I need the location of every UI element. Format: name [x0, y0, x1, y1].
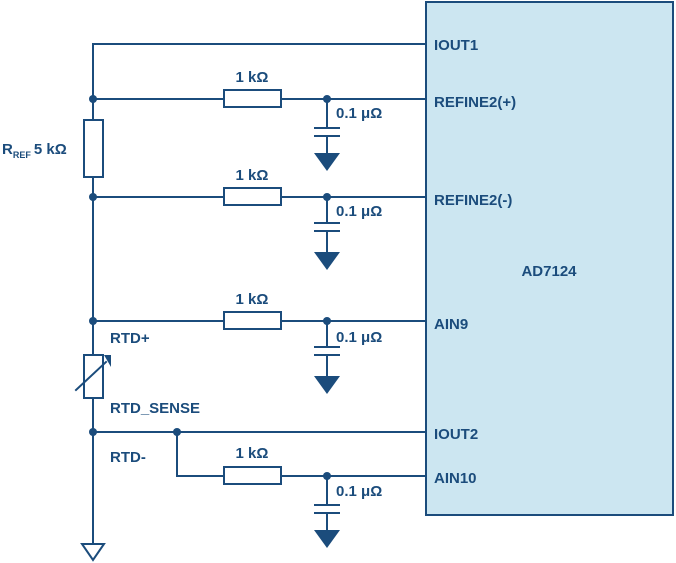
- junction-dot: [323, 193, 331, 201]
- refin-pos-resistor: [223, 89, 282, 108]
- rref-resistor: [83, 119, 104, 178]
- pin-iout1: IOUT1: [434, 37, 478, 54]
- pin-ain10: AIN10: [434, 470, 477, 487]
- ain9-cap-value: 0.1 μΩ: [336, 329, 382, 346]
- junction-dot: [89, 428, 97, 436]
- rtd-resistor: [83, 354, 104, 399]
- chip-name: AD7124: [521, 263, 577, 280]
- pin-iout2: IOUT2: [434, 426, 478, 443]
- ain9-ground-icon: [314, 376, 340, 394]
- refin-neg-ground-icon: [314, 252, 340, 270]
- refin-neg-cap-value: 0.1 μΩ: [336, 203, 382, 220]
- refin-pos-ground-icon: [314, 153, 340, 171]
- junction-dot: [89, 193, 97, 201]
- pin-ain9: AIN9: [434, 316, 468, 333]
- rtd-minus-label: RTD-: [110, 449, 146, 466]
- refin-pos-cap-value: 0.1 μΩ: [336, 105, 382, 122]
- rtd-plus-label: RTD+: [110, 330, 150, 347]
- rtd-variable-arrow-icon: [104, 355, 111, 367]
- junction-dot: [323, 95, 331, 103]
- refin-neg-res-value: 1 kΩ: [236, 167, 269, 184]
- refin-neg-resistor: [223, 187, 282, 206]
- main-ground-icon: [80, 543, 106, 562]
- ain10-ground-icon: [314, 530, 340, 548]
- junction-dot: [173, 428, 181, 436]
- ain10-resistor: [223, 466, 282, 485]
- pin-refin-pos: REFINE2(+): [434, 94, 516, 111]
- junction-dot: [323, 472, 331, 480]
- junction-dot: [89, 317, 97, 325]
- ain9-res-value: 1 kΩ: [236, 291, 269, 308]
- rtd-variable-line: [74, 360, 108, 392]
- rtd-sense-label: RTD_SENSE: [110, 400, 200, 417]
- refin-pos-res-value: 1 kΩ: [236, 69, 269, 86]
- pin-refin-neg: REFINE2(-): [434, 192, 512, 209]
- junction-dot: [89, 95, 97, 103]
- ad7124-chip: [425, 1, 674, 516]
- junction-dot: [323, 317, 331, 325]
- ain10-cap-value: 0.1 μΩ: [336, 483, 382, 500]
- ain9-resistor: [223, 311, 282, 330]
- ain10-res-value: 1 kΩ: [236, 445, 269, 462]
